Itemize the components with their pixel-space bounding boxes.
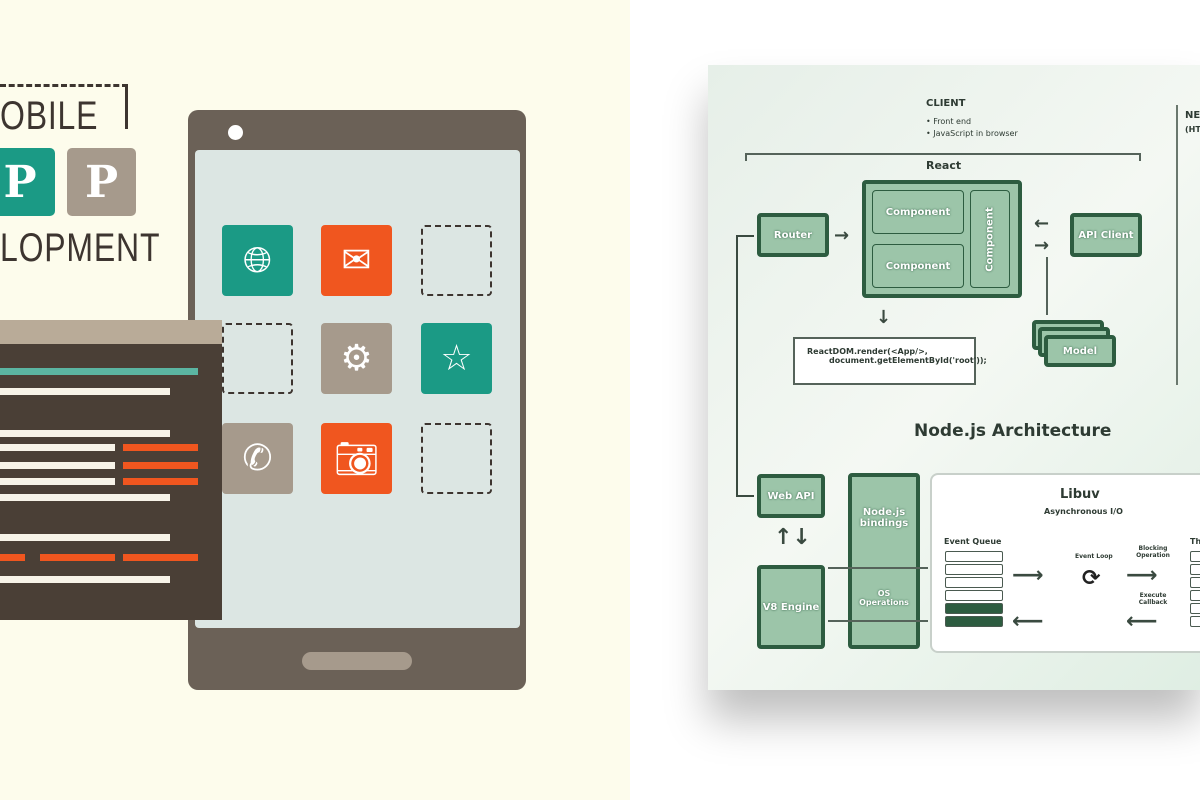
bindings-label: Node.js bindings (859, 507, 909, 529)
camera-icon: 📷︎ (321, 423, 392, 494)
phone-body (188, 110, 526, 690)
connector-line (736, 235, 738, 497)
code-snippet-box: ReactDOM.render(<App/>, document.getElem… (793, 337, 987, 385)
code-window-header (0, 320, 222, 344)
camera-dot (228, 125, 243, 140)
arrow-to-v8 (828, 620, 928, 622)
bindings-column: Node.js bindings OS Operations (848, 473, 920, 649)
blocking-label: Blocking Operation (1136, 545, 1170, 559)
os-operations-label: OS Operations (859, 589, 909, 607)
arrow-left-icon: ⟵ (1012, 609, 1044, 634)
mobile-app-illustration: OBILE P P LOPMENT 🌐︎ ✉ ⚙ ☆ ✆ 📷︎ (0, 0, 630, 800)
connector (736, 235, 754, 237)
event-queue (945, 551, 1003, 629)
event-queue-label: Event Queue (944, 537, 1002, 546)
empty-slot (421, 225, 492, 296)
empty-slot (421, 423, 492, 494)
model-box: Model (1044, 335, 1116, 367)
title-top: OBILE (0, 94, 99, 138)
react-label: React (926, 159, 962, 172)
client-title: CLIENT (926, 98, 966, 109)
next-column-title: NE (1185, 110, 1200, 121)
thread-pool (1190, 551, 1200, 629)
component-container: Component Component Component (862, 180, 1022, 298)
thread-pool-label: Th (1190, 537, 1200, 546)
react-bracket (745, 153, 1141, 161)
code-line: document.getElementById('root')); (829, 356, 987, 365)
gear-icon: ⚙ (321, 323, 392, 394)
arrow-left-icon: ← (1034, 213, 1050, 234)
globe-icon: 🌐︎ (222, 225, 293, 296)
connector (736, 495, 754, 497)
arrow-to-queue (828, 567, 928, 569)
event-loop-label: Event Loop (1075, 553, 1113, 560)
tile-p-teal: P (0, 148, 55, 216)
phone-icon: ✆ (222, 423, 293, 494)
title-bottom: LOPMENT (0, 226, 161, 270)
star-icon: ☆ (421, 323, 492, 394)
refresh-loop-icon: ⟳ (1082, 566, 1101, 591)
router-box: Router (757, 213, 829, 257)
code-line: ReactDOM.render(<App/>, (807, 347, 928, 356)
arrow-left-icon: ⟵ (1126, 609, 1158, 634)
web-api-box: Web API (757, 474, 825, 518)
libuv-title: Libuv (1060, 487, 1100, 502)
arrow-down-icon: ↓ (876, 307, 892, 328)
arrows-up-down-icon: ↑↓ (774, 525, 811, 550)
libuv-subtitle: Asynchronous I/O (1044, 507, 1123, 516)
v8-engine-box: V8 Engine (757, 565, 825, 649)
column-divider (1176, 105, 1178, 385)
tile-p-gray: P (67, 148, 136, 216)
nodejs-architecture-diagram: CLIENT • Front end • JavaScript in brows… (708, 65, 1200, 690)
home-button (302, 652, 412, 670)
component-box: Component (872, 244, 964, 288)
next-column-sub: (HT (1185, 125, 1200, 134)
api-client-box: API Client (1070, 213, 1142, 257)
libuv-box: Libuv Asynchronous I/O Event Queue ⟶ ⟵ E… (930, 473, 1200, 653)
arrow-icon: → (834, 225, 850, 246)
client-bullet: • JavaScript in browser (926, 129, 1018, 138)
arrow-right-icon: ⟶ (1126, 563, 1158, 588)
connector (1046, 257, 1048, 315)
diagram-title: Node.js Architecture (914, 421, 1112, 441)
component-box-vertical: Component (970, 190, 1010, 288)
code-window (0, 320, 222, 620)
mail-icon: ✉ (321, 225, 392, 296)
component-box: Component (872, 190, 964, 234)
execute-label: Execute Callback (1138, 592, 1168, 606)
client-bullet: • Front end (926, 117, 972, 126)
arrow-right-icon: → (1034, 235, 1050, 256)
empty-slot (222, 323, 293, 394)
arrow-right-icon: ⟶ (1012, 563, 1044, 588)
title-frame (0, 84, 128, 129)
